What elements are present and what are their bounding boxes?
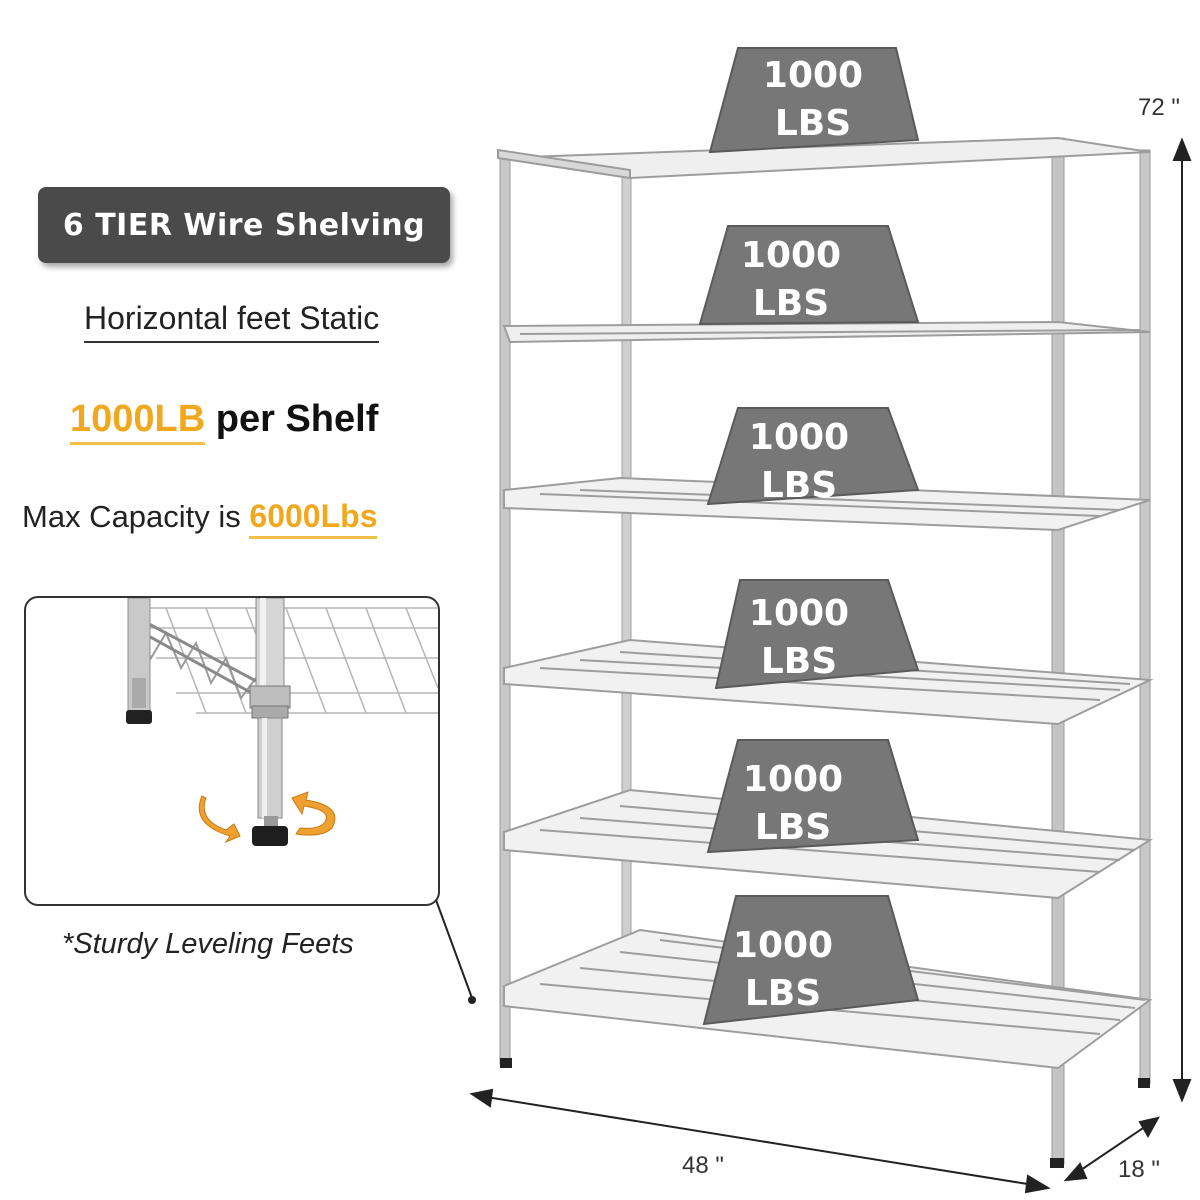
weight-amount: 1000 <box>732 925 834 966</box>
weight-label-5: 1000 LBS <box>678 758 908 868</box>
weight-amount: 1000 <box>742 759 844 800</box>
weight-unit: LBS <box>754 807 832 848</box>
weight-label-2: 1000 LBS <box>676 234 906 344</box>
weight-label-3: 1000 LBS <box>684 416 914 526</box>
shelf-1 <box>497 136 1151 180</box>
title-badge: 6 TIER Wire Shelving <box>38 187 450 263</box>
weight-unit: LBS <box>760 641 838 682</box>
rotate-arrows-icon <box>198 791 336 844</box>
leveling-foot-detail <box>24 596 440 906</box>
max-capacity: Max Capacity is 6000Lbs <box>22 498 378 539</box>
dimension-arrows <box>469 137 1192 1194</box>
weight-blocks <box>698 47 920 1026</box>
detail-caption: *Sturdy Leveling Feets <box>62 928 354 960</box>
max-capacity-highlight: 6000Lbs <box>249 498 378 539</box>
title-badge-label: 6 TIER Wire Shelving <box>62 207 426 243</box>
shelf-3 <box>503 476 1151 532</box>
per-shelf-highlight: 1000LB <box>70 398 206 445</box>
height-dimension-label: 72 " <box>1138 94 1180 121</box>
per-shelf-capacity: 1000LB per Shelf <box>70 398 379 445</box>
subtitle: Horizontal feet Static <box>84 300 380 343</box>
weight-amount: 1000 <box>740 235 842 276</box>
weight-amount: 1000 <box>762 55 864 96</box>
weight-block-6 <box>702 895 920 1026</box>
shelf-2 <box>502 320 1151 344</box>
weight-unit: LBS <box>752 283 830 324</box>
weight-block-5 <box>706 739 920 854</box>
weight-unit: LBS <box>744 973 822 1014</box>
leveling-foot-illustration <box>126 598 438 846</box>
max-capacity-prefix: Max Capacity is <box>22 499 250 534</box>
per-shelf-text: per Shelf <box>205 398 379 440</box>
weight-block-1 <box>708 47 920 154</box>
weight-unit: LBS <box>760 465 838 506</box>
weight-label-4: 1000 LBS <box>684 592 914 702</box>
weight-label-1: 1000 LBS <box>698 54 928 164</box>
weight-label-6: 1000 LBS <box>668 924 898 1034</box>
depth-dimension-label: 18 " <box>1118 1156 1160 1183</box>
weight-block-4 <box>714 579 920 690</box>
weight-amount: 1000 <box>748 593 850 634</box>
width-dimension-label: 48 " <box>682 1152 724 1179</box>
weight-block-3 <box>706 407 920 506</box>
weight-unit: LBS <box>774 103 852 144</box>
weight-amount: 1000 <box>748 417 850 458</box>
weight-block-2 <box>698 225 920 326</box>
